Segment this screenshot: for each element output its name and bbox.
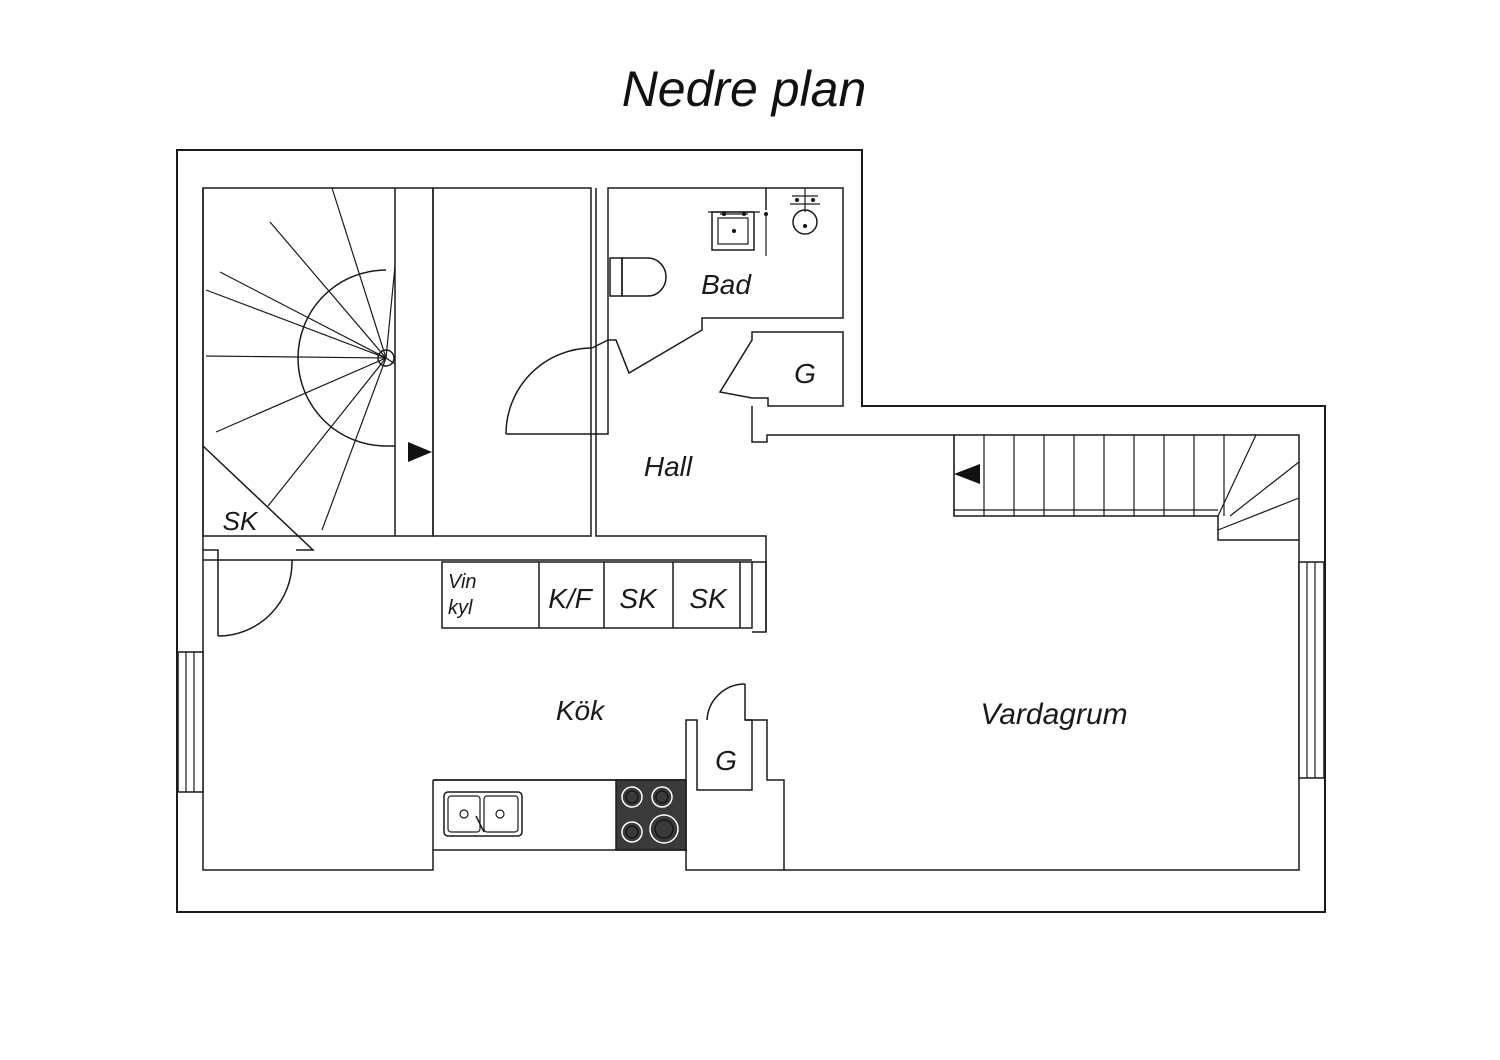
stove-icon <box>615 779 687 851</box>
straight-staircase <box>953 434 1300 541</box>
cabinet-label-kf: K/F <box>548 583 593 614</box>
cabinet-label-vin: Vin <box>448 571 477 593</box>
closet-left <box>202 445 315 637</box>
room-label-g-upper: G <box>794 358 816 389</box>
arrow-right-icon <box>408 442 432 462</box>
sink-icon <box>443 791 523 837</box>
room-label-g-lower: G <box>715 745 737 776</box>
bathroom <box>607 187 844 375</box>
window-right <box>1298 561 1325 779</box>
closet-lower <box>685 683 753 791</box>
washbasin-icon <box>708 211 768 256</box>
toilet-icon <box>609 257 667 297</box>
arrow-left-icon <box>954 464 980 484</box>
closet-upper <box>718 331 844 407</box>
room-label-bad: Bad <box>701 269 752 300</box>
window-left <box>177 651 204 793</box>
kitchen-counter <box>432 779 687 851</box>
room-label-sk-left: SK <box>223 506 259 536</box>
plan-title: Nedre plan <box>622 61 867 117</box>
kitchen-cabinet-row <box>296 559 767 633</box>
room-label-vardagrum: Vardagrum <box>980 698 1127 731</box>
outer-walls <box>176 149 1326 913</box>
cabinet-label-sk-1: SK <box>619 583 658 614</box>
room-label-hall: Hall <box>644 451 693 482</box>
cabinet-label-kyl: kyl <box>448 597 473 619</box>
cabinet-label-sk-2: SK <box>689 583 728 614</box>
shower-icon <box>790 188 820 235</box>
spiral-staircase <box>202 187 434 537</box>
room-label-kok: Kök <box>556 695 606 726</box>
